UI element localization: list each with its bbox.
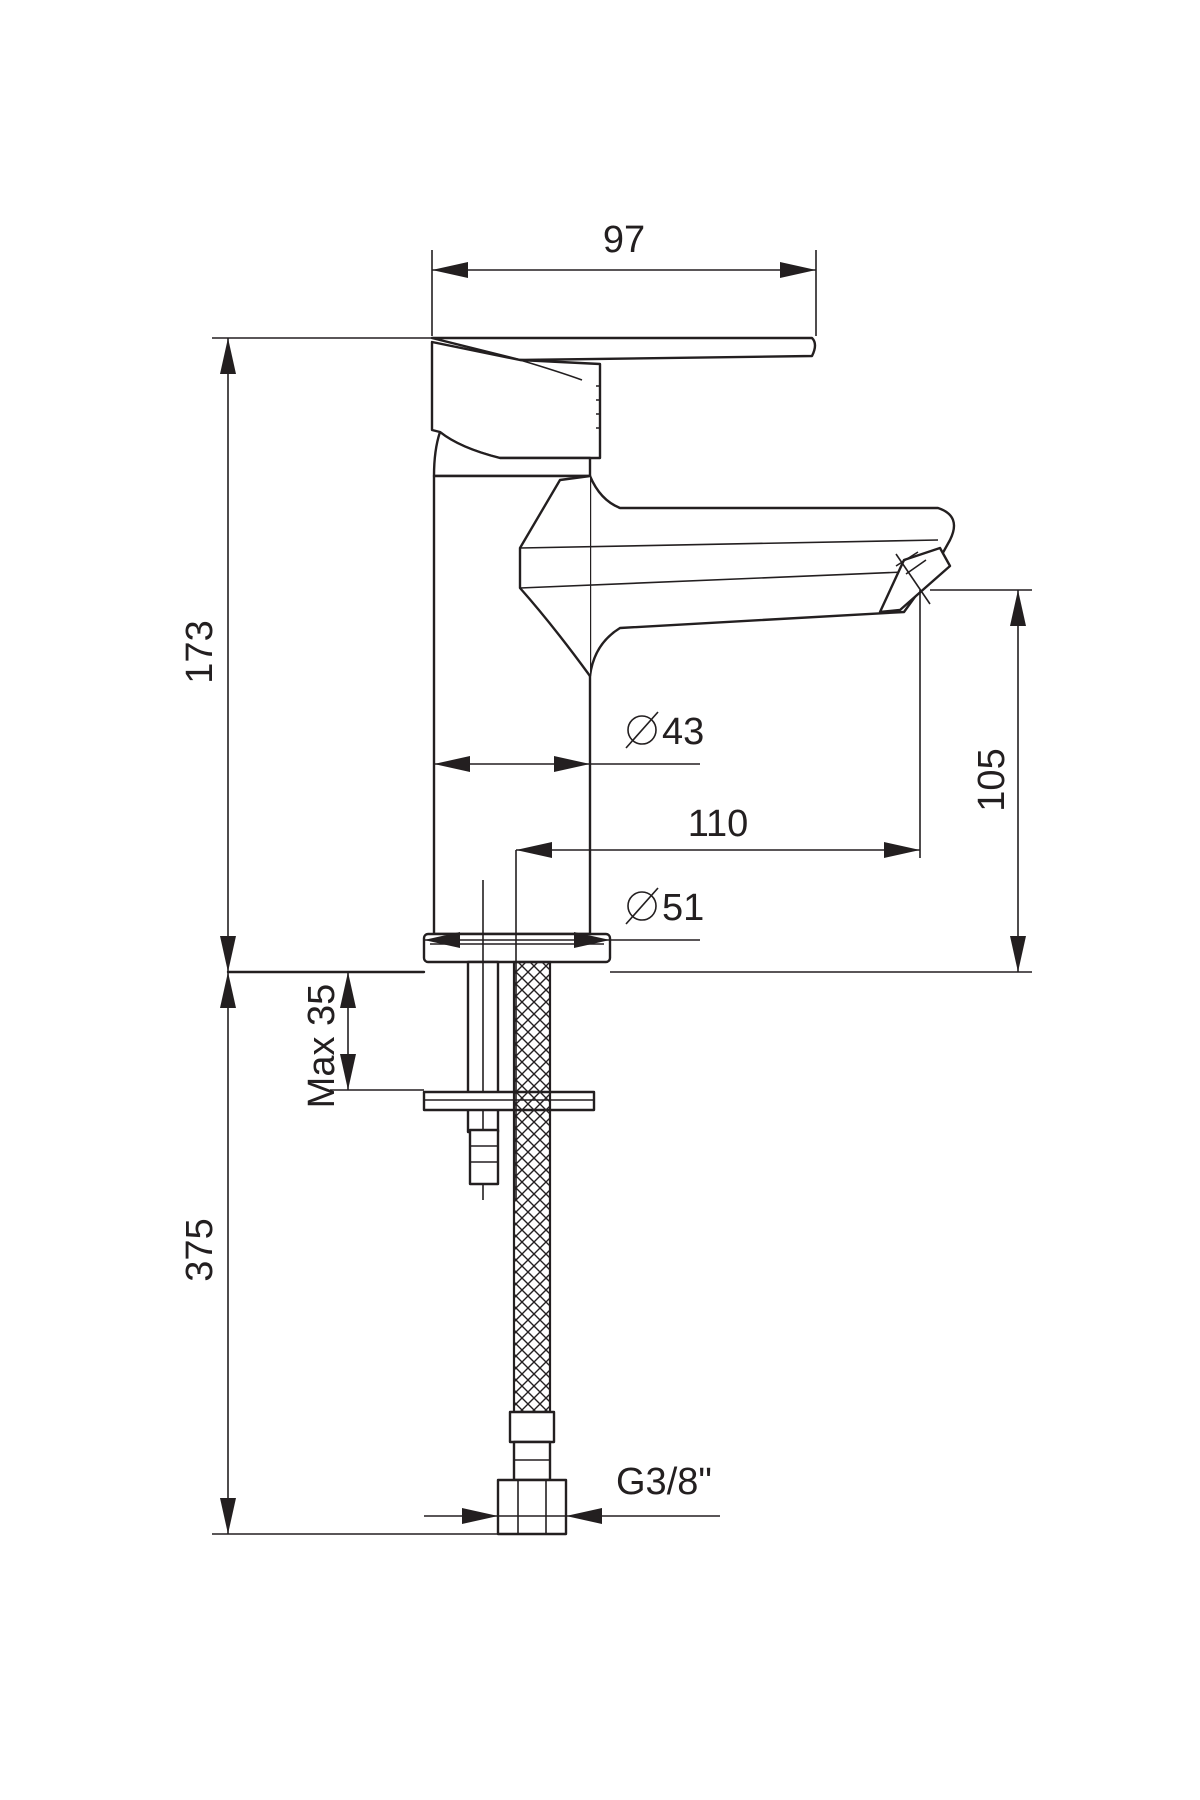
- dimension-43-label: 43: [662, 711, 704, 753]
- dimension-51-label: 51: [662, 887, 704, 929]
- dimension-diameter-51: 51: [424, 887, 704, 948]
- faucet-body: [430, 336, 956, 936]
- diameter-icon: [625, 887, 659, 925]
- dimension-max-35: Max 35: [301, 972, 424, 1108]
- dimension-thread-g38: G3/8": [424, 1461, 720, 1524]
- dimension-max-35-label: Max 35: [301, 984, 343, 1109]
- dimension-375-label: 375: [179, 1218, 221, 1281]
- dimension-height-173: 173: [179, 337, 432, 972]
- dimension-diameter-43: 43: [434, 711, 704, 772]
- dimension-173-label: 173: [179, 620, 221, 683]
- dimension-thread-label: G3/8": [616, 1461, 712, 1503]
- dimension-hose-375: 375: [179, 972, 498, 1535]
- dimension-105-label: 105: [971, 748, 1013, 811]
- dimension-reach-110: 110: [515, 590, 921, 1200]
- diameter-icon: [625, 711, 659, 749]
- dimension-height-105: 105: [610, 589, 1032, 973]
- dimension-110-label: 110: [688, 803, 749, 845]
- dimension-width-97: 97: [431, 219, 817, 336]
- braided-hose: [496, 960, 568, 1536]
- dimension-97-label: 97: [603, 219, 645, 261]
